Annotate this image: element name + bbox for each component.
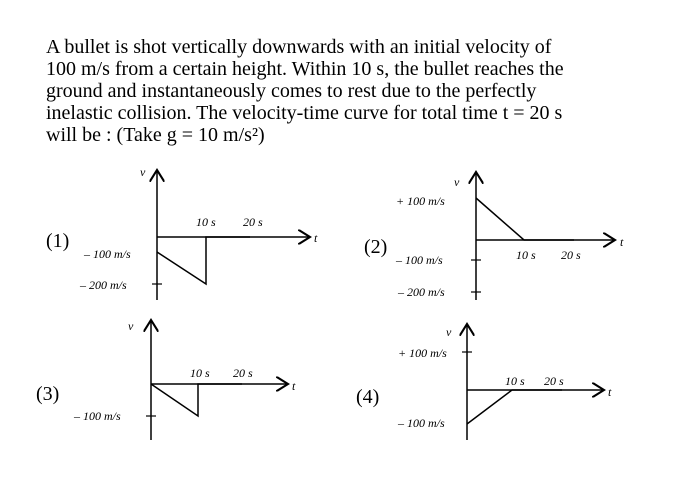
option-2-graph: v t 10 s 20 s + 100 m/s – 100 m/s – 200 … <box>395 172 624 300</box>
option-1-label-neg100: – 100 m/s <box>83 247 131 261</box>
option-2-label-neg100: – 100 m/s <box>395 253 443 267</box>
option-3-tick-20: 20 s <box>233 366 253 380</box>
option-4-tick-10: 10 s <box>505 374 525 388</box>
option-3-curve <box>150 383 242 418</box>
option-4-curve <box>466 389 562 425</box>
option-4-tick-20: 20 s <box>544 374 564 388</box>
option-2-number: (2) <box>364 236 388 258</box>
question-text: A bullet is shot vertically downwards wi… <box>46 36 666 146</box>
option-2-t-label: t <box>620 235 624 249</box>
option-2-tick-10: 10 s <box>516 248 536 262</box>
option-1-graph: v t 10 s 20 s – 100 m/s – 200 m/s <box>79 165 318 300</box>
option-4-label-neg100: – 100 m/s <box>397 416 445 430</box>
option-1-label-neg200: – 200 m/s <box>79 278 127 292</box>
question-line-3: ground and instantaneously comes to rest… <box>46 80 537 102</box>
option-2-curve <box>475 197 574 241</box>
option-4-graph: v t 10 s 20 s + 100 m/s – 100 m/s <box>397 324 612 440</box>
option-4-t-label: t <box>608 385 612 399</box>
option-2-v-label: v <box>454 175 460 189</box>
option-3-label-neg100: – 100 m/s <box>73 409 121 423</box>
option-3-t-label: t <box>292 379 296 393</box>
option-2-tick-20: 20 s <box>561 248 581 262</box>
question-line-5: will be : (Take g = 10 m/s²) <box>46 124 265 146</box>
option-3-tick-10: 10 s <box>190 366 210 380</box>
option-1-tick-10: 10 s <box>196 215 216 229</box>
question-line-1: A bullet is shot vertically downwards wi… <box>46 36 552 58</box>
option-4-number: (4) <box>356 386 380 408</box>
option-4-label-pos100: + 100 m/s <box>398 346 447 360</box>
option-2-label-neg200: – 200 m/s <box>397 285 445 299</box>
option-1-t-label: t <box>314 231 318 245</box>
question-line-4: inelastic collision. The velocity-time c… <box>46 102 563 124</box>
option-3-graph: v t 10 s 20 s – 100 m/s <box>73 319 296 440</box>
option-1-v-label: v <box>140 165 146 179</box>
option-3-v-label: v <box>128 319 134 333</box>
option-3-number: (3) <box>36 383 60 405</box>
option-4-v-label: v <box>446 325 452 339</box>
option-1-tick-20: 20 s <box>243 215 263 229</box>
option-1-curve <box>156 236 250 286</box>
option-2-label-pos100: + 100 m/s <box>396 194 445 208</box>
option-1-number: (1) <box>46 230 70 252</box>
question-line-2: 100 m/s from a certain height. Within 10… <box>46 58 564 80</box>
